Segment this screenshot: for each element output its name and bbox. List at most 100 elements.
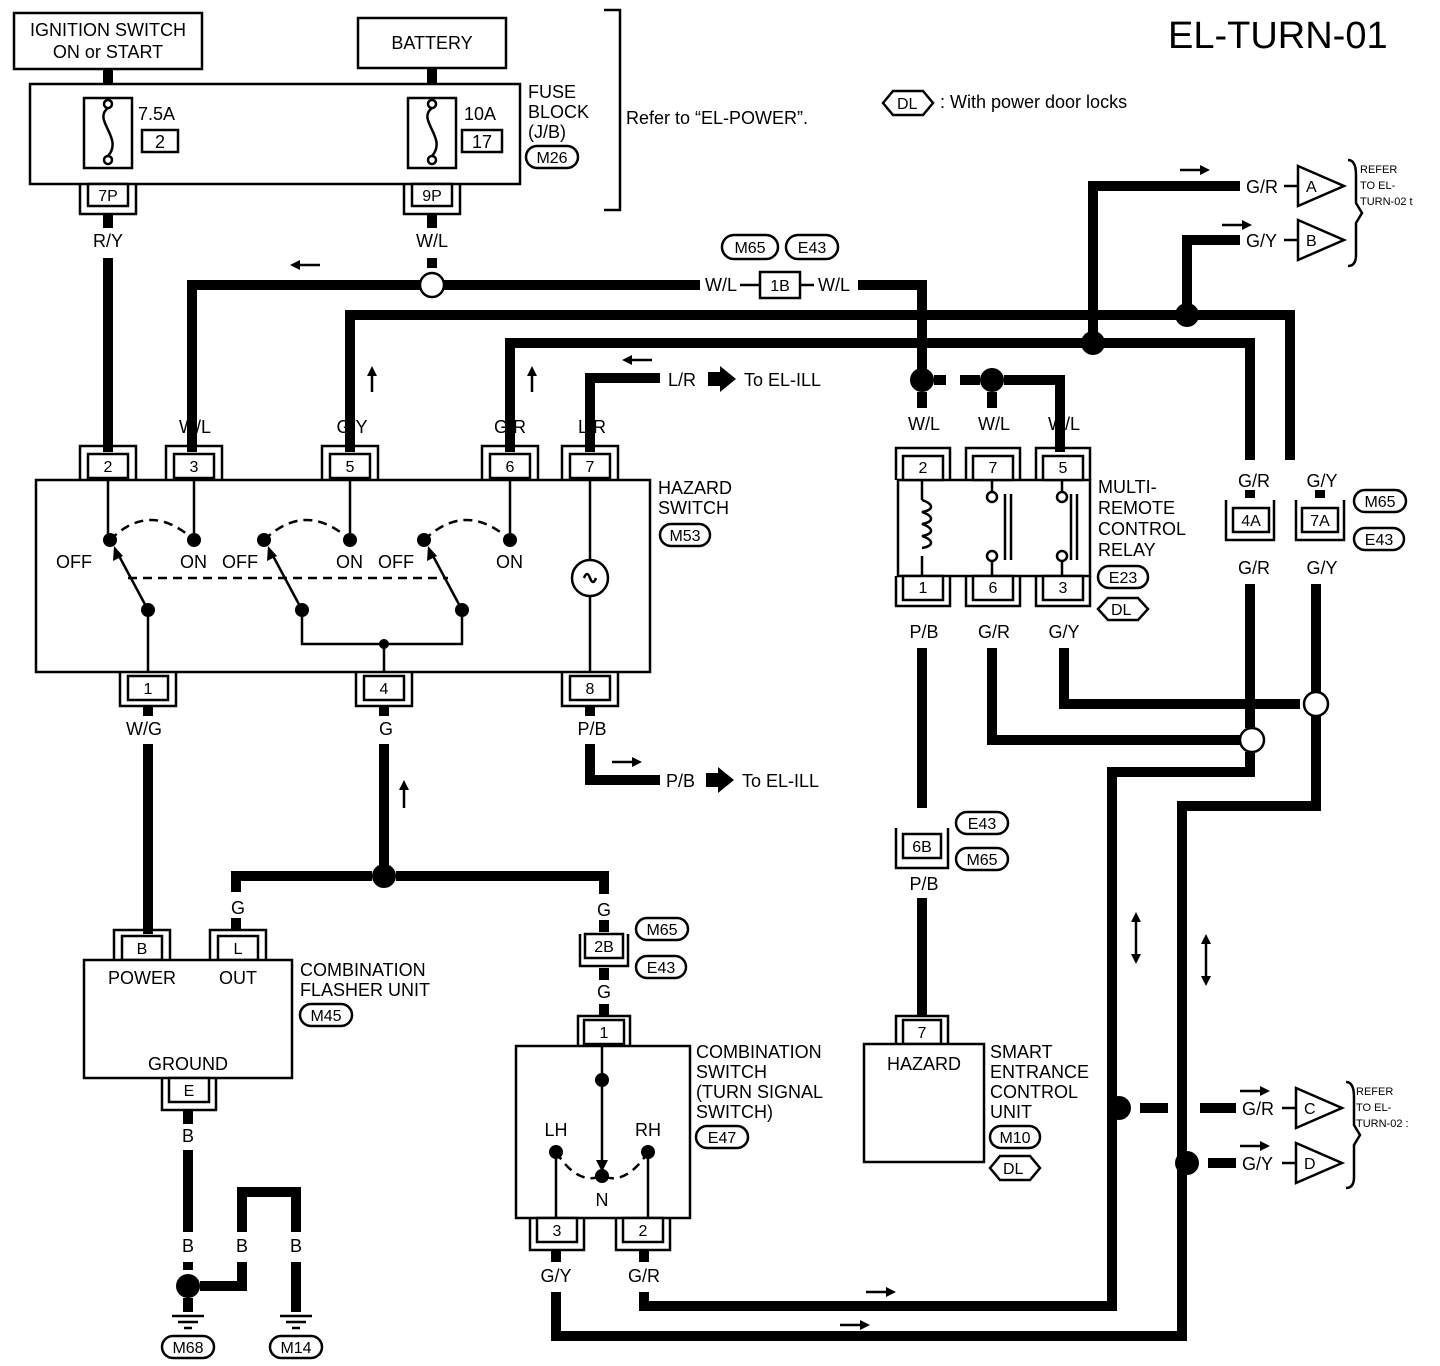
svg-text:E43: E43 [968, 816, 997, 833]
svg-text:OUT: OUT [219, 968, 257, 988]
svg-text:G/R: G/R [978, 622, 1010, 642]
svg-text:UNIT: UNIT [990, 1102, 1032, 1122]
svg-text:FUSE: FUSE [528, 82, 576, 102]
svg-text:RELAY: RELAY [1098, 540, 1156, 560]
svg-text:P/B: P/B [909, 874, 938, 894]
svg-text:LH: LH [544, 1120, 567, 1140]
hazard-pin-1: 1 [118, 672, 178, 708]
svg-text:ON or START: ON or START [53, 42, 163, 62]
svg-text:: With power door locks: : With power door locks [940, 92, 1127, 112]
svg-text:G: G [231, 898, 245, 918]
svg-text:B: B [182, 1236, 194, 1256]
svg-text:MULTI-: MULTI- [1098, 477, 1157, 497]
ground-symbol-m14: M14 [268, 1314, 324, 1360]
svg-text:G/R: G/R [628, 1266, 660, 1286]
hazard-pin-6: 6 [480, 444, 540, 480]
svg-text:IGNITION SWITCH: IGNITION SWITCH [30, 20, 186, 40]
svg-text:G: G [597, 982, 611, 1002]
relay-pin-6: 6 [964, 574, 1022, 608]
fuse-terminal-9p: 9P [402, 182, 462, 216]
joint-1b: 1B M65 E43 [720, 233, 840, 300]
svg-text:E47: E47 [708, 1130, 737, 1147]
svg-text:HAZARD: HAZARD [887, 1054, 961, 1074]
svg-text:B: B [182, 1126, 194, 1146]
svg-text:OFF: OFF [56, 552, 92, 572]
svg-text:SWITCH): SWITCH) [696, 1102, 773, 1122]
svg-text:GROUND: GROUND [148, 1054, 228, 1074]
svg-text:W/L: W/L [978, 414, 1010, 434]
svg-text:M65: M65 [966, 852, 997, 869]
smart-entrance-control-unit: 7 HAZARD SMART ENTRANCE CONTROL UNIT M10… [862, 1014, 1089, 1182]
svg-text:7: 7 [586, 459, 595, 476]
svg-text:G/Y: G/Y [1306, 558, 1337, 578]
flasher-pin-l: L [208, 928, 268, 962]
svg-text:G/Y: G/Y [336, 417, 367, 437]
svg-text:ON: ON [496, 552, 523, 572]
refer-connector-d: D [1294, 1141, 1346, 1185]
hazard-pin-8: 8 [560, 672, 620, 708]
joint-2b: 2B M65 E43 [578, 916, 690, 980]
relay-pin-5: 5 [1034, 446, 1092, 482]
svg-text:G: G [597, 900, 611, 920]
relay-pin-7: 7 [964, 446, 1022, 482]
svg-text:10A: 10A [464, 104, 496, 124]
svg-text:P/B: P/B [909, 622, 938, 642]
fuse-block: 7.5A 2 10A 17 FUSE BLOCK (J/B) M26 [28, 82, 589, 186]
svg-text:ON: ON [336, 552, 363, 572]
svg-text:1: 1 [144, 681, 153, 698]
svg-text:M68: M68 [172, 1340, 203, 1357]
svg-text:W/G: W/G [126, 719, 162, 739]
hazard-pin-2: 2 [78, 444, 138, 480]
svg-text:7.5A: 7.5A [138, 104, 175, 124]
svg-text:B: B [290, 1236, 302, 1256]
svg-text:DL: DL [1003, 1161, 1024, 1178]
svg-text:7: 7 [918, 1025, 927, 1042]
svg-text:E43: E43 [1365, 532, 1394, 549]
hazard-switch: W/L G/Y G/R L/R 2 3 5 6 7 OFF ON OFF ON … [34, 417, 732, 708]
svg-text:A: A [1306, 179, 1317, 196]
combo-pin-2: 2 [614, 1216, 672, 1252]
svg-text:B: B [1306, 233, 1317, 250]
svg-text:E43: E43 [798, 240, 827, 257]
svg-text:P/B: P/B [666, 771, 695, 791]
svg-text:OFF: OFF [222, 552, 258, 572]
svg-text:N: N [596, 1190, 609, 1210]
svg-text:2: 2 [104, 459, 113, 476]
svg-text:DL: DL [897, 96, 918, 113]
svg-text:REFER: REFER [1360, 164, 1397, 176]
svg-text:5: 5 [346, 459, 355, 476]
svg-text:(J/B): (J/B) [528, 122, 566, 142]
multi-remote-control-relay: W/L W/L W/L 2 7 5 1 6 3 MULTI- REMOTE CO… [894, 414, 1186, 622]
combination-flasher-unit: G B L POWER OUT GROUND E COMBINATION FLA… [82, 898, 430, 1112]
svg-text:W/L: W/L [818, 275, 850, 295]
svg-text:2: 2 [155, 132, 165, 152]
svg-text:CONTROL: CONTROL [990, 1082, 1078, 1102]
svg-text:M10: M10 [999, 1130, 1030, 1147]
svg-text:G/R: G/R [1238, 471, 1270, 491]
svg-text:G/Y: G/Y [1048, 622, 1079, 642]
svg-text:M65: M65 [646, 922, 677, 939]
combo-pin-3: 3 [528, 1216, 586, 1252]
svg-text:1B: 1B [770, 278, 790, 295]
refer-el-turn02-top: REFER TO EL- TURN-02 t [1360, 164, 1413, 208]
svg-text:W/L: W/L [1048, 414, 1080, 434]
svg-text:L/R: L/R [668, 370, 696, 390]
ignition-switch-source: IGNITION SWITCH ON or START [12, 11, 204, 71]
combination-switch-turn-signal: 1 LH RH N 3 2 COMBINATION SWITCH (TURN S… [514, 1014, 823, 1252]
svg-text:G/Y: G/Y [540, 1266, 571, 1286]
svg-text:2B: 2B [594, 939, 614, 956]
joint-4a: 4A [1224, 500, 1276, 542]
svg-text:ENTRANCE: ENTRANCE [990, 1062, 1089, 1082]
joint-7a: 7A [1294, 500, 1346, 542]
svg-text:COMBINATION: COMBINATION [300, 960, 426, 980]
svg-text:M53: M53 [669, 528, 700, 545]
svg-text:SWITCH: SWITCH [658, 498, 729, 518]
relay-pin-2: 2 [894, 446, 952, 482]
hazard-pin-7: 7 [560, 444, 620, 480]
refer-el-power: Refer to “EL-POWER”. [626, 108, 808, 128]
svg-text:L: L [234, 941, 243, 958]
fuse-terminal-7p: 7P [78, 182, 138, 216]
svg-text:G/Y: G/Y [1246, 231, 1277, 251]
svg-text:R/Y: R/Y [93, 231, 123, 251]
joint-6b: 6B E43 M65 [894, 810, 1010, 872]
